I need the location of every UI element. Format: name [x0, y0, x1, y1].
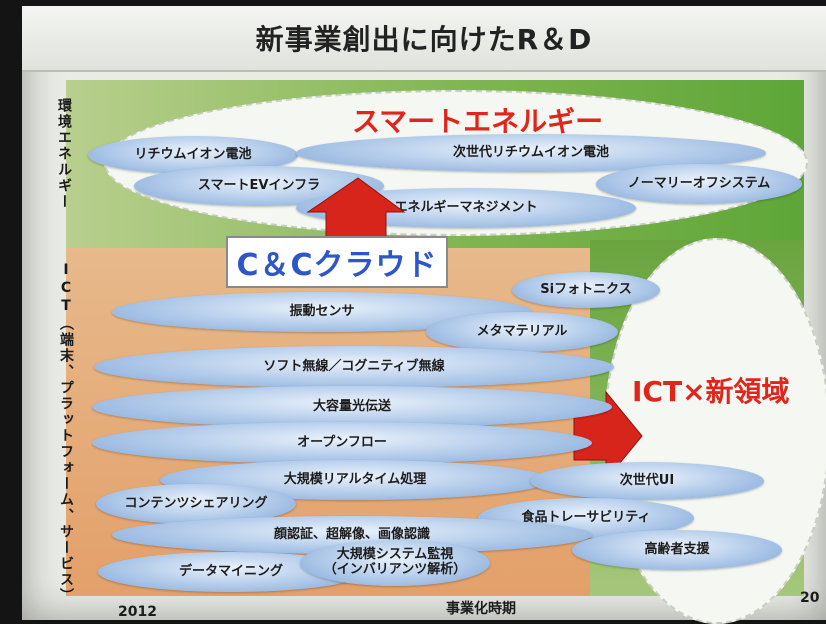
item-normally-off: ノーマリーオフシステム: [596, 164, 802, 204]
item-large-optical: 大容量光伝送: [92, 386, 612, 428]
item-openflow: オープンフロー: [92, 422, 592, 464]
system-monitor-line1: 大規模システム監視: [336, 547, 454, 563]
item-soft-radio: ソフト無線／コグニティブ無線: [94, 346, 614, 388]
item-metamaterial: メタマテリアル: [426, 312, 618, 352]
x-axis-end: 20: [800, 590, 820, 606]
category-environment-energy: 環境エネルギー: [56, 98, 72, 210]
system-monitor-line2: （インバリアンツ解析）: [323, 562, 467, 577]
smart-energy-heading: スマートエネルギー: [352, 105, 604, 138]
item-system-monitor: 大規模システム監視 （インバリアンツ解析）: [300, 540, 490, 586]
ict-new-domain-heading: ICT×新領域: [632, 375, 790, 408]
x-axis-label: 事業化時期: [446, 601, 516, 617]
cc-cloud-label: C＆Cクラウド: [226, 236, 448, 288]
item-elderly: 高齢者支援: [572, 530, 782, 570]
x-axis-start: 2012: [118, 604, 157, 620]
slide-title: 新事業創出に向けたR＆D: [255, 23, 593, 56]
category-ict: ICT（端末、プラットフォーム、サービス）: [58, 262, 74, 604]
item-si-photonics: Siフォトニクス: [512, 272, 660, 308]
title-bar: 新事業創出に向けたR＆D: [22, 6, 826, 72]
item-next-gen-ui: 次世代UI: [530, 462, 764, 500]
